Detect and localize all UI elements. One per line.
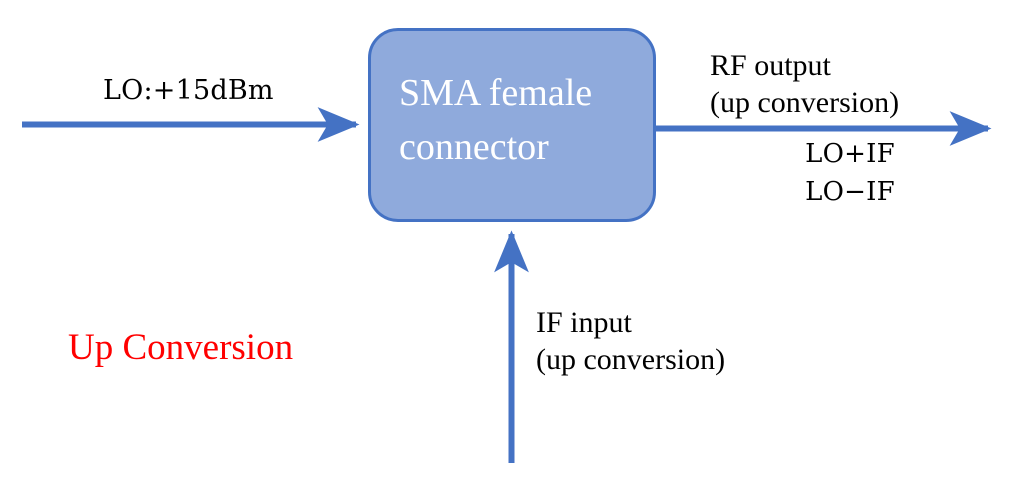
mix-products-label: LO+IF LO−IF [805, 139, 895, 207]
lo-input-label: LO:+15dBm [103, 75, 274, 106]
sma-female-connector-label: SMA female connector [399, 72, 593, 168]
rf-output-label: RF output (up conversion) [710, 49, 900, 119]
if-input-label: IF input (up conversion) [536, 306, 726, 376]
sma-female-connector-block: SMA female connector [368, 28, 656, 222]
up-conversion-mode-label: Up Conversion [68, 327, 294, 368]
